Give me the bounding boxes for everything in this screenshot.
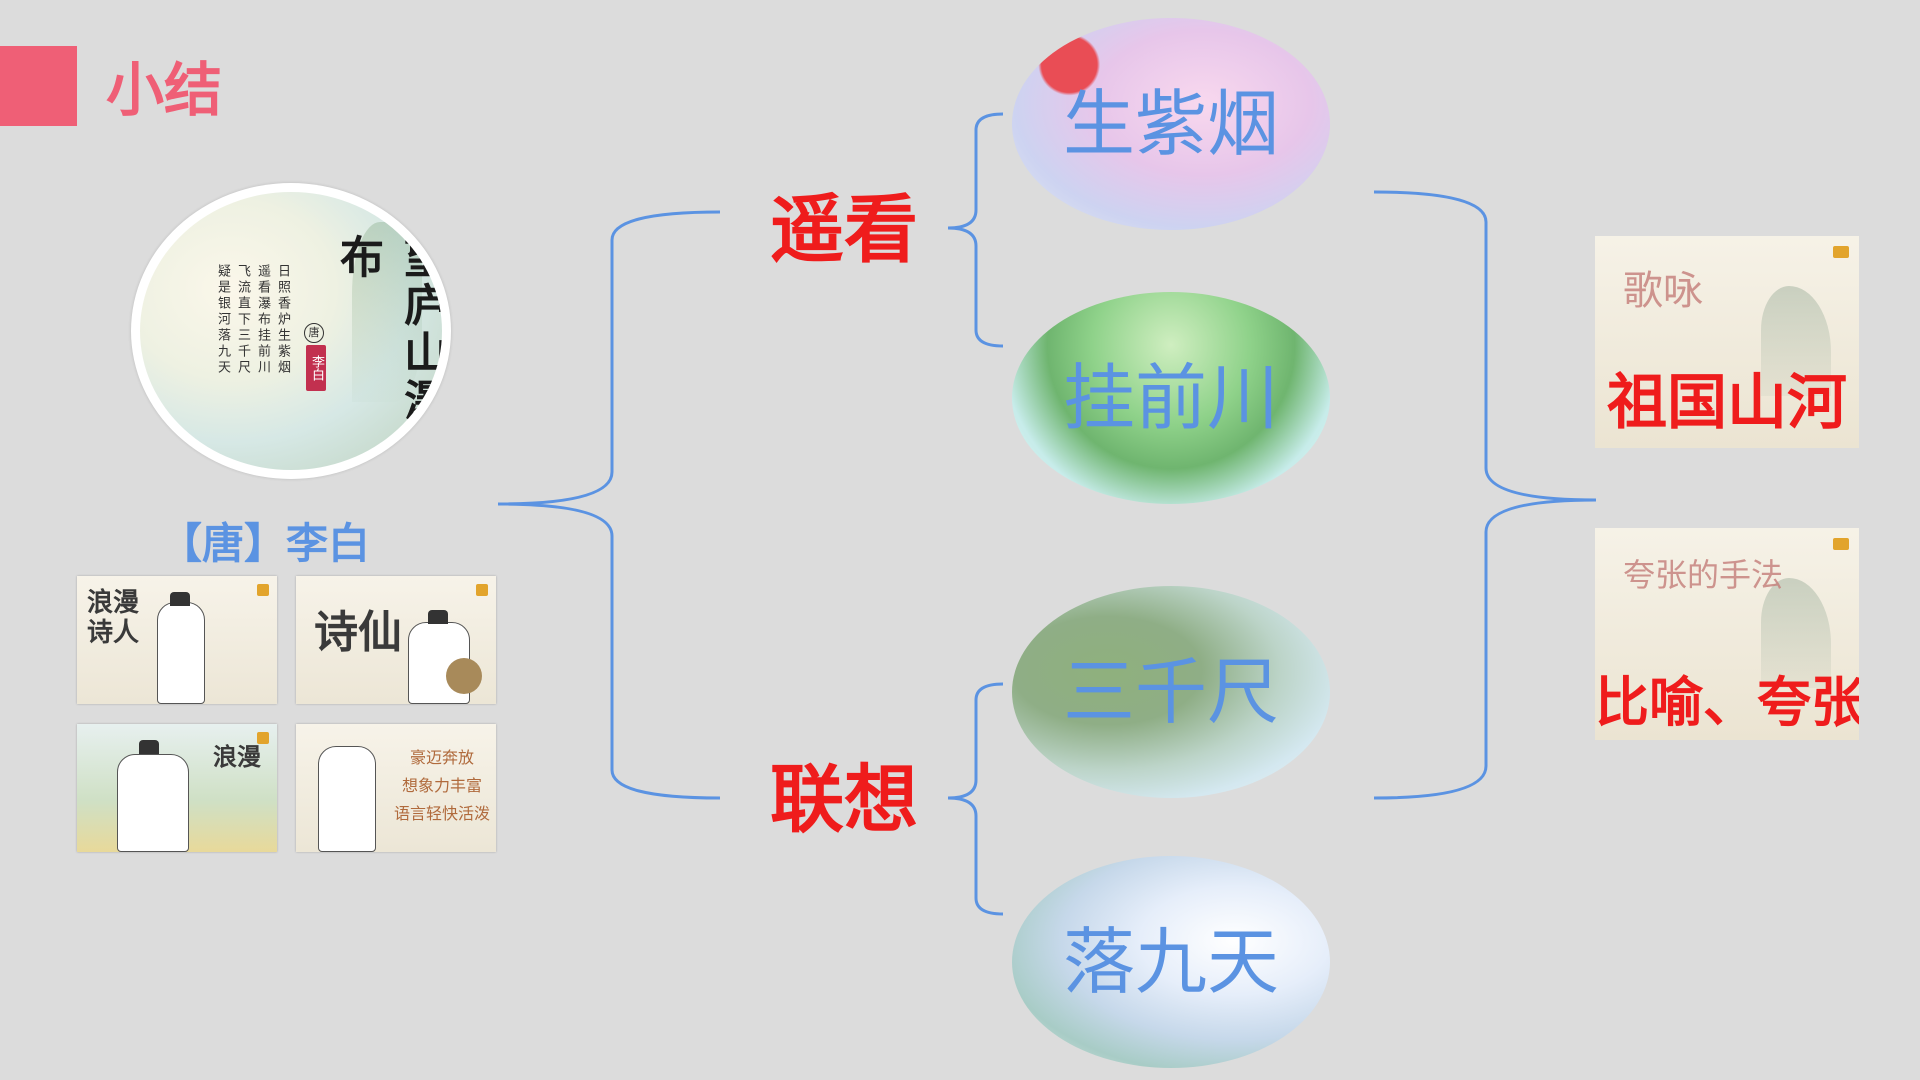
poem-medallion[interactable]: 望庐山瀑布 唐 李白 日照香炉生紫烟 遥看瀑布挂前川 飞流直下三千尺 疑是银河落… bbox=[131, 183, 451, 479]
thumbnail-romantic-poet[interactable]: 浪漫诗人 bbox=[77, 576, 277, 704]
poem-line: 飞流直下三千尺 bbox=[235, 264, 250, 376]
thumbnail-brush-text: 浪漫 bbox=[213, 742, 261, 771]
style-summary-line: 语言轻快活泼 bbox=[394, 804, 491, 823]
poem-medallion-image: 望庐山瀑布 唐 李白 日照香炉生紫烟 遥看瀑布挂前川 飞流直下三千尺 疑是银河落… bbox=[140, 192, 442, 470]
poem-author-seal: 李白 bbox=[306, 345, 326, 391]
bottom-small-bracket bbox=[947, 682, 1004, 916]
card-brush-text: 歌咏 bbox=[1623, 268, 1703, 314]
brand-logo-icon bbox=[257, 584, 269, 596]
poet-figure-icon bbox=[117, 754, 189, 852]
oval-hanging-river[interactable]: 挂前川 bbox=[1012, 292, 1330, 504]
oval-label: 落九天 bbox=[1062, 920, 1279, 1004]
brand-logo-icon bbox=[257, 732, 269, 744]
brand-logo-icon bbox=[1833, 246, 1849, 258]
page-title: 小结 bbox=[106, 56, 223, 124]
wine-jar-icon bbox=[446, 658, 482, 694]
style-summary-line: 想象力丰富 bbox=[402, 776, 483, 795]
poem-dynasty-mark: 唐 bbox=[304, 323, 324, 343]
thumbnail-brush-text: 诗仙 bbox=[314, 607, 402, 658]
oval-label: 三千尺 bbox=[1062, 650, 1279, 734]
poet-figure-icon bbox=[157, 602, 205, 704]
top-small-bracket bbox=[947, 112, 1004, 348]
poet-hat-icon bbox=[428, 610, 448, 624]
style-summary-text: 豪迈奔放 想象力丰富 语言轻快活泼 bbox=[394, 744, 490, 828]
card-motherland-mountains[interactable]: 歌咏 祖国山河 bbox=[1595, 236, 1859, 448]
oval-purple-smoke[interactable]: 生紫烟 bbox=[1012, 18, 1330, 230]
poem-lines: 日照香炉生紫烟 遥看瀑布挂前川 飞流直下三千尺 疑是银河落九天 bbox=[212, 264, 292, 376]
card-brush-text: 夸张的手法 bbox=[1623, 556, 1784, 594]
poet-hat-icon bbox=[139, 740, 159, 754]
oval-label: 生紫烟 bbox=[1062, 82, 1279, 166]
card-label: 比喻、夸张 bbox=[1595, 671, 1859, 734]
tree-branch-decoration bbox=[352, 222, 422, 402]
keyword-lianxiang: 联想 bbox=[770, 757, 918, 843]
keyword-yaokan: 遥看 bbox=[770, 187, 918, 273]
poet-figure-icon bbox=[318, 746, 376, 852]
poem-line: 疑是银河落九天 bbox=[215, 264, 230, 376]
thumbnail-style-summary[interactable]: 豪迈奔放 想象力丰富 语言轻快活泼 bbox=[296, 724, 496, 852]
right-main-bracket bbox=[1373, 190, 1597, 800]
brand-logo-icon bbox=[1833, 538, 1849, 550]
oval-label: 挂前川 bbox=[1062, 356, 1279, 440]
style-summary-line: 豪迈奔放 bbox=[410, 748, 475, 767]
title-accent-block bbox=[0, 46, 77, 126]
oval-ninth-heaven[interactable]: 落九天 bbox=[1012, 856, 1330, 1068]
poem-line: 日照香炉生紫烟 bbox=[275, 264, 290, 376]
card-label: 祖国山河 bbox=[1607, 368, 1847, 438]
thumbnail-brush-text: 浪漫诗人 bbox=[87, 588, 140, 648]
brand-logo-icon bbox=[476, 584, 488, 596]
left-main-bracket bbox=[497, 210, 721, 800]
thumbnail-poet-immortal[interactable]: 诗仙 bbox=[296, 576, 496, 704]
poem-title: 望庐山瀑布 bbox=[332, 234, 442, 426]
thumbnail-romantic[interactable]: 浪漫 bbox=[77, 724, 277, 852]
poem-line: 遥看瀑布挂前川 bbox=[255, 264, 270, 376]
card-rhetoric[interactable]: 夸张的手法 比喻、夸张 bbox=[1595, 528, 1859, 740]
author-label: 【唐】李白 bbox=[160, 519, 371, 568]
poet-hat-icon bbox=[170, 592, 190, 606]
oval-three-thousand-feet[interactable]: 三千尺 bbox=[1012, 586, 1330, 798]
